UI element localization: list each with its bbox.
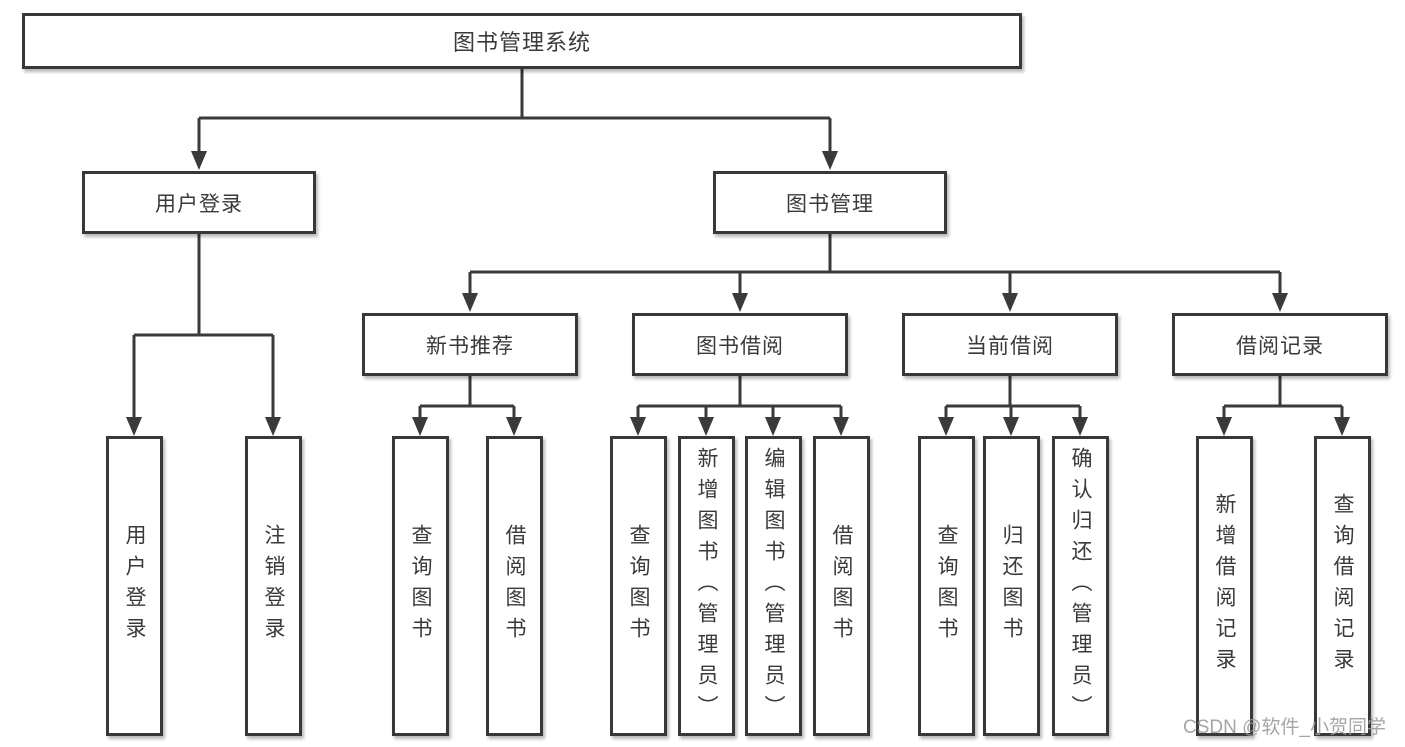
leaf-logout: 注销登录 [245, 436, 302, 736]
leaf-add-borrow-record: 新增借阅记录 [1196, 436, 1253, 736]
leaf-query-borrow-record-label: 查询借阅记录 [1331, 493, 1354, 679]
leaf-edit-books-admin-label: 编辑图书（管理员） [762, 446, 785, 726]
leaf-confirm-return-admin: 确认归还（管理员） [1052, 436, 1109, 736]
leaf-borrow-books-recommend: 借阅图书 [486, 436, 543, 736]
leaf-query-books-borrow: 查询图书 [610, 436, 667, 736]
leaf-query-books-recommend-label: 查询图书 [409, 524, 432, 648]
leaf-borrow-books-recommend-label: 借阅图书 [503, 524, 526, 648]
leaf-edit-books-admin: 编辑图书（管理员） [745, 436, 802, 736]
watermark: CSDN @软件_小贺同学 [1183, 717, 1386, 738]
leaf-user-login-label: 用户登录 [123, 524, 146, 648]
node-new-book-recommend: 新书推荐 [362, 313, 578, 376]
leaf-return-books: 归还图书 [983, 436, 1040, 736]
leaf-user-login: 用户登录 [106, 436, 163, 736]
leaf-logout-label: 注销登录 [262, 524, 285, 648]
leaf-query-books-borrow-label: 查询图书 [627, 524, 650, 648]
leaf-add-books-admin: 新增图书（管理员） [678, 436, 735, 736]
node-book-borrowing: 图书借阅 [632, 313, 848, 376]
leaf-borrow-books: 借阅图书 [813, 436, 870, 736]
node-user-login: 用户登录 [82, 171, 316, 234]
leaf-query-books-current-label: 查询图书 [935, 524, 958, 648]
leaf-query-books-current: 查询图书 [918, 436, 975, 736]
leaf-confirm-return-admin-label: 确认归还（管理员） [1069, 446, 1092, 726]
leaf-borrow-books-label: 借阅图书 [830, 524, 853, 648]
leaf-add-borrow-record-label: 新增借阅记录 [1213, 493, 1236, 679]
node-book-management: 图书管理 [713, 171, 947, 234]
leaf-query-borrow-record: 查询借阅记录 [1314, 436, 1371, 736]
node-borrowing-records: 借阅记录 [1172, 313, 1388, 376]
leaf-return-books-label: 归还图书 [1000, 524, 1023, 648]
node-root-system: 图书管理系统 [22, 13, 1022, 69]
leaf-query-books-recommend: 查询图书 [392, 436, 449, 736]
leaf-add-books-admin-label: 新增图书（管理员） [695, 446, 718, 726]
node-current-borrowing: 当前借阅 [902, 313, 1118, 376]
